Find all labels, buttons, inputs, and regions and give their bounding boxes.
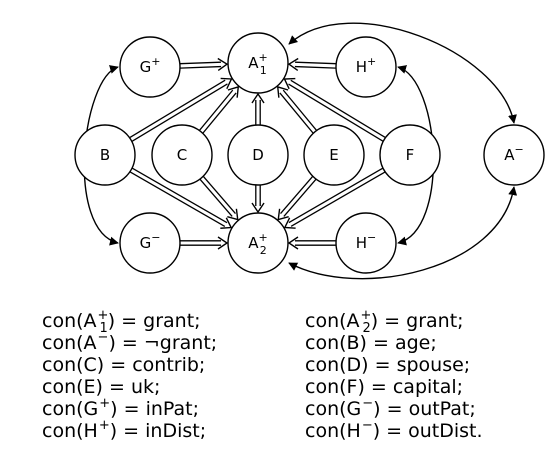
edge-b-to-a1plus (129, 77, 233, 142)
attack-a1plus-aminus (288, 22, 517, 124)
edge-hplus-to-a1plus (287, 57, 337, 72)
edge-d-to-a2plus (251, 185, 265, 214)
equation-left-0: con(A+1) = grant; (42, 308, 201, 336)
edge-gplus-to-a1plus (179, 57, 229, 72)
equation-right-5: con(H−) = outDist. (305, 418, 483, 442)
node-e: E (303, 124, 365, 186)
edge-c-to-a1plus (198, 85, 240, 134)
node-c: C (151, 124, 213, 186)
edges (83, 22, 518, 280)
svg-text:G+: G+ (140, 55, 161, 76)
svg-text:D: D (252, 146, 264, 164)
node-a1-plus: A+1 (227, 32, 289, 94)
svg-text:F: F (406, 146, 415, 164)
equation-left-3: con(E) = uk; (42, 376, 161, 398)
node-b: B (74, 124, 136, 186)
equation-left-5: con(H+) = inDist; (42, 418, 207, 442)
node-a-minus: A− (483, 124, 545, 186)
edge-d-to-a1plus (251, 92, 265, 125)
svg-text:G−: G− (140, 231, 161, 252)
node-h-plus: H+ (335, 36, 397, 98)
edge-c-to-a2plus (199, 175, 239, 221)
edge-b-to-a2plus (129, 167, 233, 229)
equation-right-1: con(B) = age; (305, 332, 437, 354)
edge-hminus-to-a2plus (287, 236, 336, 250)
svg-text:C: C (177, 146, 187, 164)
node-h-minus: H− (335, 212, 397, 274)
equation-right-0: con(A+2) = grant; (305, 308, 464, 336)
argument-graph: G+ A+1 H+ B C D E F A− G− A+2 H− (74, 22, 545, 280)
svg-text:H−: H− (356, 231, 377, 252)
equation-left-4: con(G+) = inPat; (42, 396, 199, 420)
attack-a2plus-aminus (288, 186, 518, 280)
edge-e-to-a2plus (277, 175, 317, 221)
node-a2-plus: A+2 (227, 212, 289, 274)
edge-e-to-a1plus (276, 85, 318, 134)
equation-right-3: con(F) = capital; (305, 376, 464, 398)
node-d: D (227, 124, 289, 186)
nodes: G+ A+1 H+ B C D E F A− G− A+2 H− (74, 32, 545, 274)
svg-text:A−: A− (504, 143, 523, 164)
node-f: F (379, 124, 441, 186)
svg-text:H+: H+ (356, 55, 377, 76)
equation-left-1: con(A−) = ¬grant; (42, 330, 218, 354)
equation-right-2: con(D) = spouse; (305, 354, 471, 376)
svg-text:E: E (329, 146, 338, 164)
edge-gminus-to-a2plus (180, 236, 229, 250)
node-g-minus: G− (119, 212, 181, 274)
svg-text:A+2: A+2 (248, 231, 267, 257)
svg-text:B: B (100, 146, 110, 164)
equation-right-4: con(G−) = outPat; (305, 396, 476, 420)
equation-left-2: con(C) = contrib; (42, 354, 206, 376)
svg-text:A+1: A+1 (248, 51, 267, 77)
node-g-plus: G+ (119, 36, 181, 98)
